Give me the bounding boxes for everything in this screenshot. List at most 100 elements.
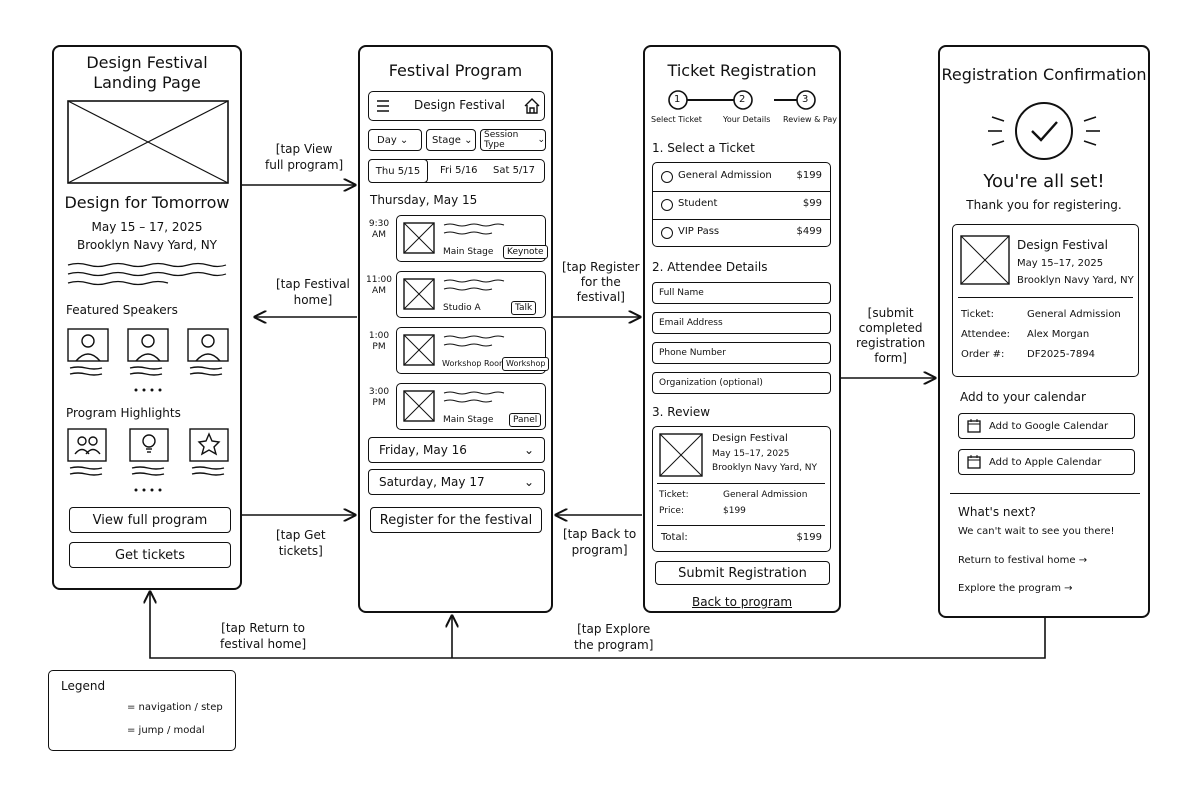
add-google-calendar-button[interactable]: Add to Google Calendar [958,413,1135,439]
session-card[interactable]: Main Stage Panel [396,383,546,430]
session-stage: Workshop Room [442,359,507,368]
session-title-lines [443,391,505,403]
session-stage: Main Stage [443,415,494,425]
review-dates: May 15–17, 2025 [712,449,790,459]
whats-next-text: We can't wait to see you there! [958,526,1115,537]
ticket-option-student[interactable]: Student $99 [653,191,830,219]
back-to-program-link[interactable]: Back to program [691,595,793,609]
review-event-name: Design Festival [712,433,788,444]
review-venue: Brooklyn Navy Yard, NY [712,463,818,473]
email-field[interactable]: Email Address [652,312,831,334]
session-card[interactable]: Workshop Room Workshop [396,327,550,374]
confirm-event-dates: May 15–17, 2025 [1017,258,1104,269]
explore-program-link[interactable]: Explore the program → [958,583,1073,594]
full-name-field[interactable]: Full Name [652,282,831,304]
accordion-friday[interactable]: Friday, May 16⌄ [368,437,545,463]
calendar-heading: Add to your calendar [960,390,1086,404]
radio-button[interactable] [661,199,673,211]
confirm-attendee-value: Alex Morgan [1027,329,1090,340]
phone-field[interactable]: Phone Number [652,342,831,364]
whats-next-heading: What's next? [958,505,1036,519]
registration-screen-title: Ticket Registration [667,61,817,80]
session-tag: Workshop [502,357,550,371]
program-highlights-label: Program Highlights [66,406,181,420]
tab-fri[interactable]: Fri 5/16 [440,165,478,176]
get-tickets-button[interactable]: Get tickets [69,542,231,568]
confirm-event-name: Design Festival [1017,238,1108,252]
festival-program-screen: Festival Program Design Festival Day ⌄ S… [358,45,553,613]
ticket-option-general[interactable]: General Admission $199 [653,163,830,191]
ticket-name: General Admission [678,170,772,181]
confirmation-headline: You're all set! [983,171,1105,192]
session-image-placeholder [403,334,435,366]
nav-title: Design Festival [414,98,505,112]
step-number: 3 [802,94,809,105]
session-title-lines [443,223,505,235]
ticket-name: VIP Pass [678,226,720,237]
calendar-icon [967,419,981,433]
session-card[interactable]: Main Stage Keynote [396,215,548,262]
landing-venue: Brooklyn Navy Yard, NY [76,238,218,252]
session-image-placeholder [403,278,435,310]
featured-speakers-label: Featured Speakers [66,303,178,317]
register-festival-button[interactable]: Register for the festival [370,507,542,533]
ticket-options: General Admission $199 Student $99 VIP P… [652,162,831,247]
ticket-price: $199 [796,170,822,181]
menu-icon[interactable] [376,99,390,113]
session-tag: Panel [509,413,542,427]
session-card[interactable]: Studio A Talk [396,271,546,318]
landing-dates: May 15 – 17, 2025 [91,220,203,234]
return-to-home-link[interactable]: Return to festival home → [958,555,1088,566]
session-image-placeholder [403,390,435,422]
speaker-avatars [67,328,229,392]
confirm-ticket-label: Ticket: [961,309,994,320]
program-nav-bar: Design Festival [368,91,545,121]
tab-sat[interactable]: Sat 5/17 [493,165,536,176]
tab-thu[interactable]: Thu 5/15 [368,159,428,183]
ticket-price: $99 [802,198,822,209]
event-image-placeholder [659,433,703,477]
filter-day[interactable]: Day ⌄ [368,129,422,151]
calendar-icon [967,455,981,469]
submit-registration-button[interactable]: Submit Registration [655,561,830,585]
event-image-placeholder [960,235,1010,285]
home-icon[interactable] [524,98,540,114]
filter-session-type[interactable]: Session Type ⌄ [480,129,546,151]
section-attendee-details: 2. Attendee Details [652,260,768,274]
divider [950,493,1140,494]
session-tag: Talk [511,301,537,315]
filter-stage[interactable]: Stage ⌄ [426,129,476,151]
chevron-down-icon: ⌄ [523,475,534,489]
legend-box: Legend = navigation / step = jump / moda… [48,670,236,751]
review-card: Design Festival May 15–17, 2025 Brooklyn… [652,426,831,552]
accordion-saturday[interactable]: Saturday, May 17⌄ [368,469,545,495]
ticket-price: $499 [796,226,822,237]
review-price-value: $199 [723,506,746,516]
ticket-option-vip[interactable]: VIP Pass $499 [653,219,830,247]
day-heading: Thursday, May 15 [370,193,478,207]
description-text-lines [67,262,227,286]
organization-field[interactable]: Organization (optional) [652,372,831,394]
hero-image-placeholder [67,100,229,184]
chevron-down-icon: ⌄ [523,443,534,457]
progress-stepper [668,90,816,110]
view-full-program-button[interactable]: View full program [69,507,231,533]
landing-headline: Design for Tomorrow [64,193,230,212]
add-apple-calendar-button[interactable]: Add to Apple Calendar [958,449,1135,475]
radio-button[interactable] [661,227,673,239]
confirmation-subtitle: Thank you for registering. [966,198,1122,212]
section-review: 3. Review [652,405,711,419]
radio-button[interactable] [661,171,673,183]
session-stage: Studio A [443,303,481,313]
confirm-event-venue: Brooklyn Navy Yard, NY [1017,275,1134,286]
